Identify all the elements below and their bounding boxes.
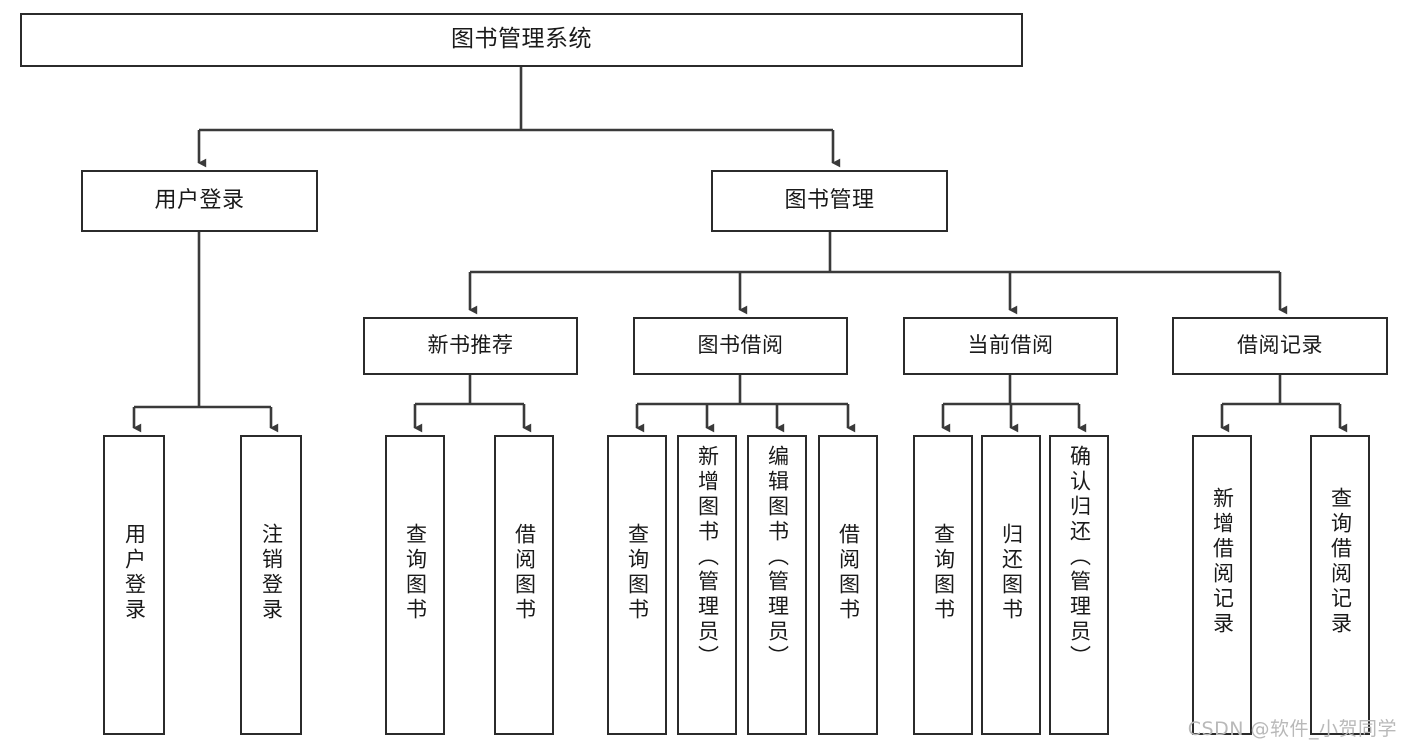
leaf-add-book-label: 新增图书（管理员） (695, 445, 720, 670)
node-new-book-recommend-label: 新书推荐 (427, 333, 514, 358)
leaf-borrow-book-a[interactable]: 借阅图书 (494, 435, 554, 735)
node-borrow-record-label: 借阅记录 (1237, 333, 1323, 358)
leaf-edit-book[interactable]: 编辑图书（管理员） (747, 435, 807, 735)
leaf-add-record-label: 新增借阅记录 (1210, 487, 1235, 637)
leaf-logout-label: 注销登录 (259, 523, 284, 623)
leaf-confirm-return-label: 确认归还（管理员） (1067, 445, 1092, 670)
node-root-label: 图书管理系统 (451, 26, 592, 53)
leaf-query-book-c-label: 查询图书 (931, 523, 956, 623)
leaf-user-login-label: 用户登录 (122, 523, 147, 623)
node-book-borrow-label: 图书借阅 (697, 333, 784, 358)
leaf-add-book[interactable]: 新增图书（管理员） (677, 435, 737, 735)
node-book-manage-label: 图书管理 (784, 187, 875, 213)
leaf-query-book-b[interactable]: 查询图书 (607, 435, 667, 735)
leaf-query-book-c[interactable]: 查询图书 (913, 435, 973, 735)
node-current-borrow-label: 当前借阅 (967, 333, 1054, 358)
leaf-query-record-label: 查询借阅记录 (1328, 487, 1353, 637)
node-new-book-recommend[interactable]: 新书推荐 (363, 317, 578, 375)
leaf-return-book[interactable]: 归还图书 (981, 435, 1041, 735)
watermark: CSDN @软件_小贺同学 (1187, 718, 1397, 740)
node-book-manage[interactable]: 图书管理 (711, 170, 948, 232)
leaf-borrow-book-b[interactable]: 借阅图书 (818, 435, 878, 735)
leaf-query-book-a-label: 查询图书 (403, 523, 428, 623)
leaf-edit-book-label: 编辑图书（管理员） (765, 445, 790, 670)
node-user-login-label: 用户登录 (154, 187, 245, 213)
leaf-query-book-b-label: 查询图书 (625, 523, 650, 623)
leaf-borrow-book-a-label: 借阅图书 (512, 523, 537, 623)
leaf-query-record[interactable]: 查询借阅记录 (1310, 435, 1370, 735)
leaf-user-login[interactable]: 用户登录 (103, 435, 165, 735)
node-borrow-record[interactable]: 借阅记录 (1172, 317, 1388, 375)
node-root[interactable]: 图书管理系统 (20, 13, 1023, 67)
node-book-borrow[interactable]: 图书借阅 (633, 317, 848, 375)
leaf-logout[interactable]: 注销登录 (240, 435, 302, 735)
node-current-borrow[interactable]: 当前借阅 (903, 317, 1118, 375)
leaf-query-book-a[interactable]: 查询图书 (385, 435, 445, 735)
leaf-return-book-label: 归还图书 (999, 523, 1024, 623)
leaf-confirm-return[interactable]: 确认归还（管理员） (1049, 435, 1109, 735)
leaf-add-record[interactable]: 新增借阅记录 (1192, 435, 1252, 735)
node-user-login[interactable]: 用户登录 (81, 170, 318, 232)
leaf-borrow-book-b-label: 借阅图书 (836, 523, 861, 623)
